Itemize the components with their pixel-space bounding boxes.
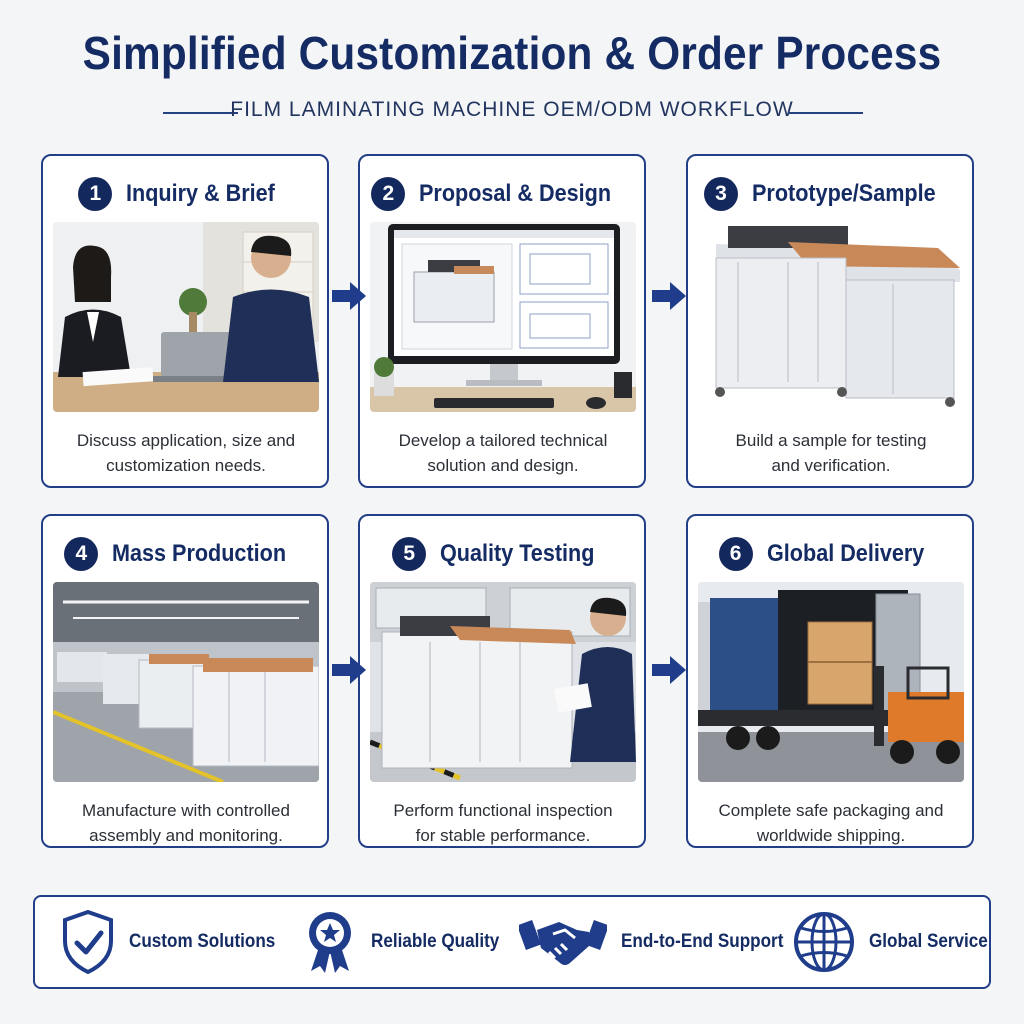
step-card-proposal: 2 Proposal & Design Develop a (358, 154, 646, 488)
feature-global-service: Global Service (793, 897, 1001, 987)
step-title: Proposal & Design (419, 180, 612, 207)
feature-label: Reliable Quality (371, 931, 500, 952)
step-description-line: Manufacture with controlled (82, 801, 290, 820)
step-number-badge: 1 (78, 177, 113, 211)
step-title: Quality Testing (440, 540, 595, 567)
step-description: Complete safe packaging and worldwide sh… (698, 798, 964, 848)
step-description-line: solution and design. (427, 456, 579, 475)
shipping-container-photo (698, 582, 964, 782)
meeting-photo (53, 222, 319, 412)
step-card-mass-production: 4 Mass Production Manufacture with contr… (41, 514, 329, 848)
step-description-line: Perform functional inspection (393, 801, 613, 820)
arrow-right-icon (652, 282, 686, 310)
design-monitor-photo (370, 222, 636, 412)
step-description-line: customization needs. (106, 456, 266, 475)
award-ribbon-icon (309, 912, 351, 973)
step-header: 5 Quality Testing (360, 534, 644, 574)
factory-floor-photo (53, 582, 319, 782)
step-description: Develop a tailored technical solution an… (370, 428, 636, 478)
handshake-icon (519, 920, 607, 965)
globe-icon (794, 912, 854, 972)
arrow-right-icon (332, 282, 366, 310)
step-title: Mass Production (112, 540, 287, 567)
step-description-line: assembly and monitoring. (89, 826, 283, 845)
step-description-line: worldwide shipping. (756, 826, 906, 845)
feature-reliable-quality: Reliable Quality (303, 897, 514, 987)
step-title: Global Delivery (766, 540, 924, 567)
feature-label: End-to-End Support (621, 931, 784, 952)
step-card-global-delivery: 6 Global Delivery Complete safe packagin… (686, 514, 974, 848)
step-card-inquiry: 1 Inquiry & Brief Discu (41, 154, 329, 488)
step-description-line: and verification. (771, 456, 891, 475)
shield-check-icon (63, 909, 113, 975)
step-header: 6 Global Delivery (688, 534, 972, 574)
feature-label: Global Service (869, 931, 988, 952)
step-card-quality-testing: 5 Quality Testing Perform functional ins… (358, 514, 646, 848)
feature-custom-solutions: Custom Solutions (61, 897, 292, 987)
step-number-badge: 5 (392, 537, 427, 571)
step-header: 4 Mass Production (43, 534, 327, 574)
step-description: Build a sample for testing and verificat… (698, 428, 964, 478)
features-bar: Custom Solutions Reliable Quality End-to… (33, 895, 991, 989)
arrow-right-icon (332, 656, 366, 684)
step-title: Prototype/Sample (751, 180, 936, 207)
feature-label: Custom Solutions (129, 931, 276, 952)
step-description-line: Discuss application, size and (76, 431, 296, 450)
prototype-machine-photo (698, 222, 964, 412)
step-description: Discuss application, size and customizat… (53, 428, 319, 478)
step-number-badge: 6 (718, 537, 753, 571)
step-description-line: Build a sample for testing (735, 431, 927, 450)
step-description-line: Complete safe packaging and (718, 801, 944, 820)
step-title: Inquiry & Brief (126, 180, 276, 207)
inspection-photo (370, 582, 636, 782)
arrow-right-icon (652, 656, 686, 684)
feature-end-to-end-support: End-to-End Support (519, 897, 801, 987)
step-number-badge: 4 (64, 537, 99, 571)
step-header: 1 Inquiry & Brief (43, 174, 327, 214)
step-number-badge: 2 (371, 177, 406, 211)
subtitle-right-rule (788, 112, 863, 114)
step-card-prototype: 3 Prototype/Sample Build a sample for te… (686, 154, 974, 488)
page-subtitle: FILM LAMINATING MACHINE OEM/ODM WORKFLOW (230, 98, 794, 121)
step-description: Perform functional inspection for stable… (370, 798, 636, 848)
step-description-line: Develop a tailored technical (398, 431, 608, 450)
step-description: Manufacture with controlled assembly and… (53, 798, 319, 848)
step-header: 2 Proposal & Design (360, 174, 644, 214)
page-title: Simplified Customization & Order Process (82, 27, 942, 79)
subtitle-row: FILM LAMINATING MACHINE OEM/ODM WORKFLOW (0, 98, 1024, 128)
step-description-line: for stable performance. (415, 826, 591, 845)
subtitle-left-rule (163, 112, 238, 114)
step-number-badge: 3 (703, 177, 738, 211)
step-header: 3 Prototype/Sample (688, 174, 972, 214)
